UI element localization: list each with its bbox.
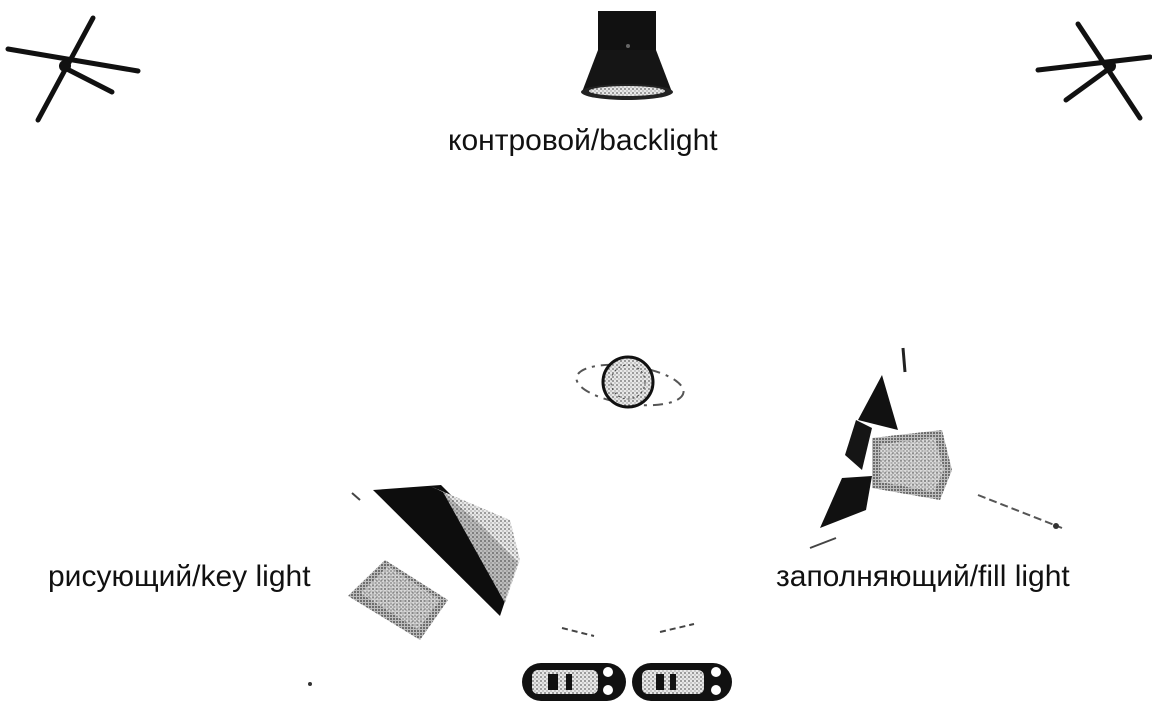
backlight-label: контровой/backlight [448,124,718,157]
right-star-icon [1035,21,1152,121]
subject-sphere-icon [575,355,685,409]
key-light-label: рисующий/key light [48,560,311,593]
backlight-lamp-icon [581,11,673,100]
key-light-lamp-icon [308,485,520,686]
fill-light-label: заполняющий/fill light [776,560,1070,593]
fill-light-lamp-icon [809,347,1063,549]
left-star-icon [5,15,141,123]
camera-icon [522,623,732,701]
